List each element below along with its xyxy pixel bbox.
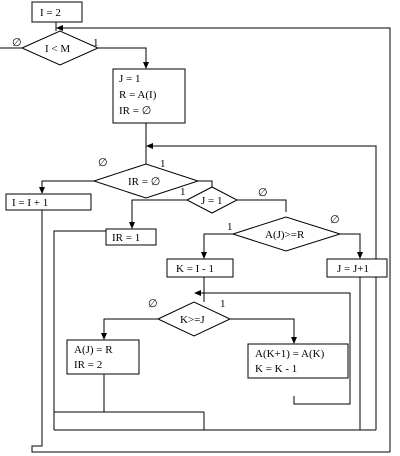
outer-condition-diamond: I < M — [20, 30, 100, 66]
shift-block: A(K+1) = A(K) K = K - 1 — [247, 343, 349, 379]
j-no-label: ∅ — [258, 187, 268, 199]
set-k-text: K = I - 1 — [176, 263, 214, 275]
setup-line-1: J = 1 — [119, 73, 140, 85]
k-no-label: ∅ — [148, 298, 158, 310]
increment-i-text: I = I + 1 — [12, 197, 48, 209]
shift-line-2: K = K - 1 — [255, 363, 297, 375]
set-ir-one-block: IR = 1 — [105, 228, 157, 246]
ir-condition-diamond: IR = ∅ — [92, 163, 200, 199]
k-yes-label: 1 — [220, 298, 226, 310]
assign-block: A(J) = R IR = 2 — [66, 339, 140, 375]
init-block: I = 2 — [31, 1, 83, 23]
increment-j-block: J = J+1 — [326, 258, 388, 278]
ir-no-label: ∅ — [98, 157, 108, 169]
setup-line-3: IR = ∅ — [119, 105, 151, 117]
compare-text: A(J)>=R — [265, 229, 305, 241]
increment-j-text: J = J+1 — [337, 263, 369, 275]
shift-line-1: A(K+1) = A(K) — [255, 348, 325, 360]
outer-condition-text: I < M — [45, 43, 70, 55]
j-condition-diamond: J = 1 — [185, 186, 239, 214]
k-condition-diamond: K>=J — [156, 301, 232, 337]
assign-line-1: A(J) = R — [74, 344, 113, 356]
ir-condition-text: IR = ∅ — [128, 176, 160, 188]
k-condition-text: K>=J — [180, 314, 205, 326]
compare-no-label: ∅ — [330, 214, 340, 226]
ir-yes-label: 1 — [160, 158, 166, 170]
outer-no-label: ∅ — [12, 37, 22, 49]
setup-block: J = 1 R = A(I) IR = ∅ — [112, 68, 186, 124]
j-yes-label: 1 — [180, 186, 186, 198]
connectors — [0, 22, 391, 453]
assign-line-2: IR = 2 — [74, 359, 102, 371]
compare-diamond: A(J)>=R — [231, 216, 342, 252]
init-block-text: I = 2 — [40, 7, 61, 19]
outer-yes-label: 1 — [93, 37, 99, 49]
increment-i-block: I = I + 1 — [5, 193, 92, 211]
compare-yes-label: 1 — [227, 221, 233, 233]
j-condition-text: J = 1 — [201, 195, 222, 207]
set-ir-one-text: IR = 1 — [112, 232, 140, 244]
setup-line-2: R = A(I) — [119, 89, 157, 101]
set-k-block: K = I - 1 — [166, 258, 234, 278]
